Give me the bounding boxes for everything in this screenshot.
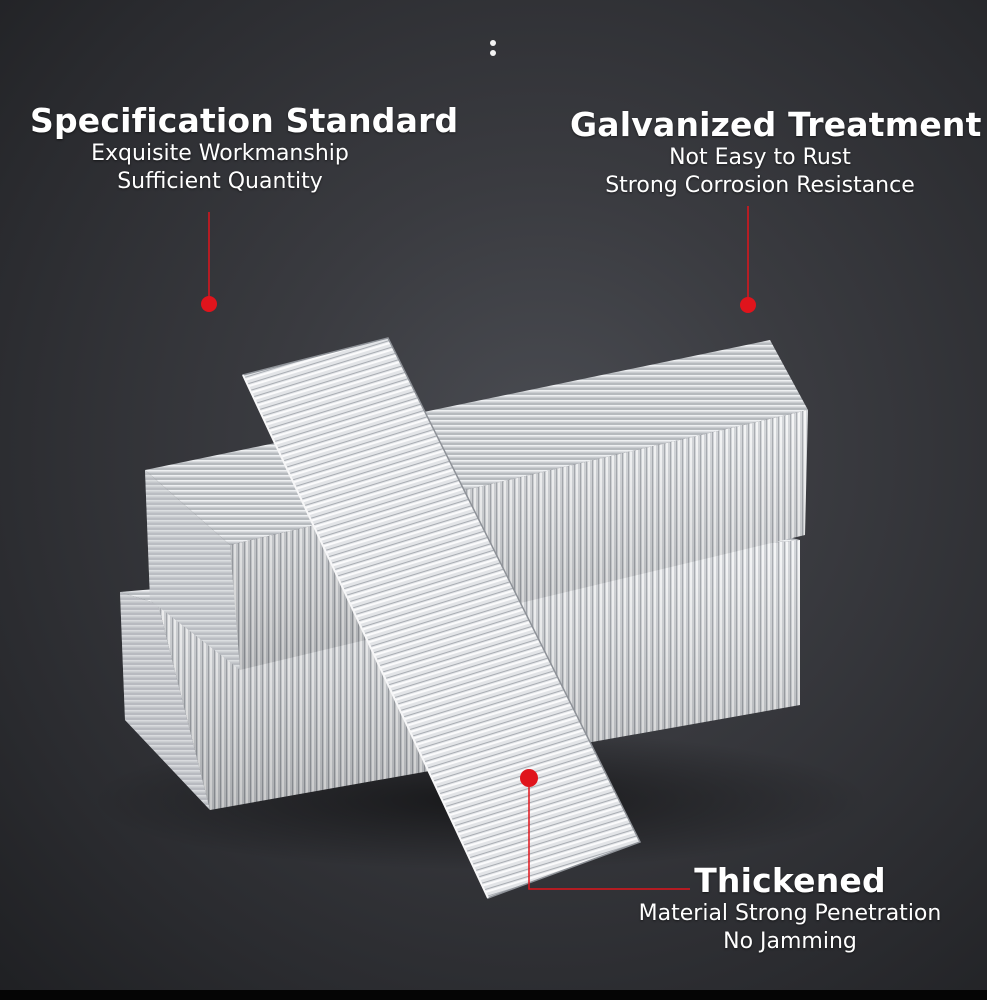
callout-thickened: Thickened Material Strong Penetration No… [620,862,960,956]
callout-line: No Jamming [723,929,857,954]
callout-line: Exquisite Workmanship [91,141,349,166]
callout-line: Material Strong Penetration [638,901,942,926]
callout-line: Sufficient Quantity [117,169,323,194]
callout-title: Galvanized Treatment [570,105,982,144]
callout-line: Not Easy to Rust [669,145,851,170]
callout-title: Specification Standard [30,101,459,140]
menu-dot [490,50,496,56]
menu-dot [490,40,496,46]
callout-specification: Specification Standard Exquisite Workman… [30,101,459,196]
callout-line: Strong Corrosion Resistance [605,173,915,198]
vertical-dots-icon[interactable] [489,40,497,60]
callout-title: Thickened [694,861,886,900]
callout-galvanized: Galvanized Treatment Not Easy to Rust St… [570,105,982,200]
